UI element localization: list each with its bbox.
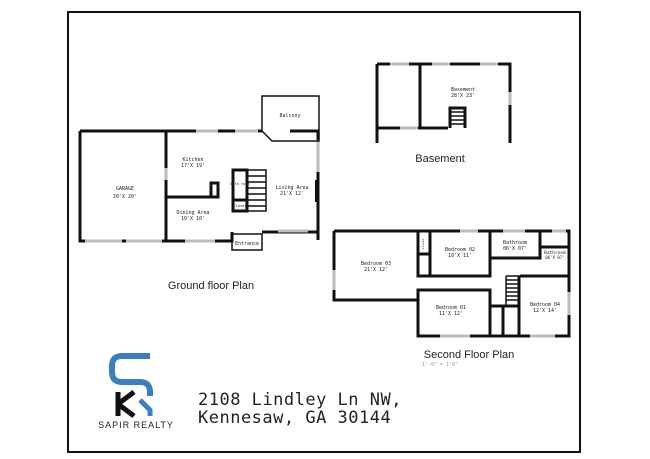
plan-title-second: Second Floor Plan — [424, 349, 515, 361]
room-label-bathroom-1: Bathroom — [503, 240, 527, 246]
room-label-bedroom-04: Bedroom 04 — [530, 302, 560, 308]
basement-plan: Basement 28'X 23' Basement — [375, 62, 512, 165]
second-floor-plan: Bedroom 03 21'X 12' Bedroom 02 10'X 11' … — [332, 229, 571, 368]
room-size-garage: 20'X 20' — [113, 194, 137, 200]
room-label-bathroom-2: Bathroom — [544, 250, 566, 256]
plan-title-basement: Basement — [415, 153, 465, 165]
room-size-kitchen: 17'X 19' — [181, 163, 205, 169]
room-label-basement: Basement — [451, 87, 475, 93]
room-label-kitchen: Kitchen — [182, 157, 203, 163]
room-label-garage: GARAGE — [116, 186, 134, 192]
address-line-1: 2108 Lindley Ln NW, — [198, 390, 402, 410]
room-label-bath: Bath room — [231, 182, 250, 186]
sheet-border — [67, 11, 581, 453]
room-size-bathroom-1: 06'X 07' — [503, 246, 527, 252]
room-size-bathroom-2: 06'X 07' — [545, 255, 564, 260]
room-size-basement: 28'X 23' — [451, 93, 475, 99]
brand-name: SAPIR REALTY — [98, 420, 174, 430]
room-size-bedroom-03: 21'X 12' — [364, 267, 388, 273]
room-size-bedroom-02: 10'X 11' — [448, 253, 472, 259]
room-label-closet: Closet — [234, 204, 247, 208]
room-label-balcony: Balcony — [279, 113, 300, 119]
sapir-realty-logo — [109, 353, 153, 418]
room-label-living: Living Area — [275, 185, 308, 191]
room-size-bedroom-01: 11'X 12' — [439, 311, 463, 317]
plan-title-ground: Ground floor Plan — [168, 280, 254, 292]
address-line-2: Kennesaw, GA 30144 — [198, 408, 392, 428]
room-size-bedroom-04: 12'X 14' — [533, 308, 557, 314]
room-label-dining: Dining Area — [176, 210, 209, 216]
room-size-living: 21'X 12' — [280, 191, 304, 197]
room-size-dining: 10'X 10' — [181, 216, 205, 222]
room-label-bedroom-01: Bedroom 01 — [436, 305, 466, 311]
room-label-bedroom-03: Bedroom 03 — [361, 261, 391, 267]
ground-floor-plan: GARAGE 20'X 20' Kitchen 17'X 19' Dining … — [78, 95, 320, 292]
scale-note: 1'-0" = 1'0" — [422, 362, 458, 368]
room-label-closet: Closet — [421, 238, 425, 249]
room-label-entrance: Entrance — [235, 241, 259, 247]
room-label-bedroom-02: Bedroom 02 — [445, 247, 475, 253]
